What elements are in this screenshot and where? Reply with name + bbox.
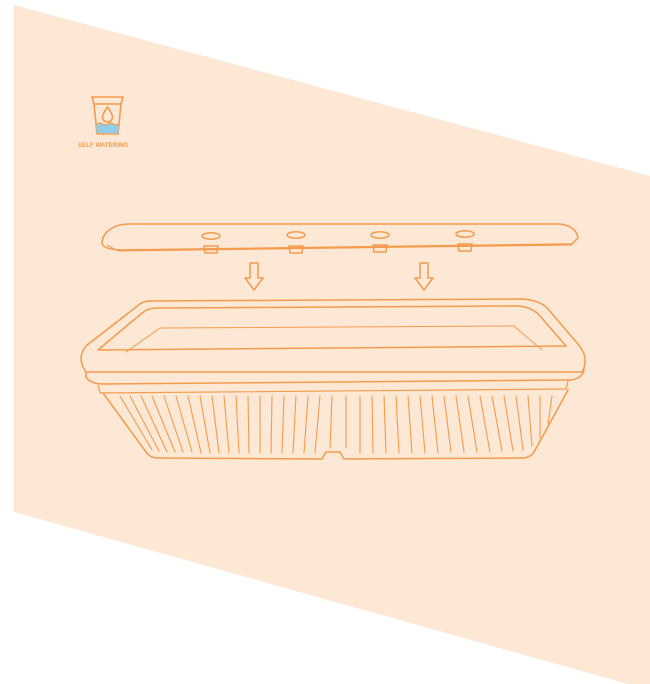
background-panel [14, 5, 650, 684]
self-watering-label: SELF WATERING [78, 143, 128, 149]
